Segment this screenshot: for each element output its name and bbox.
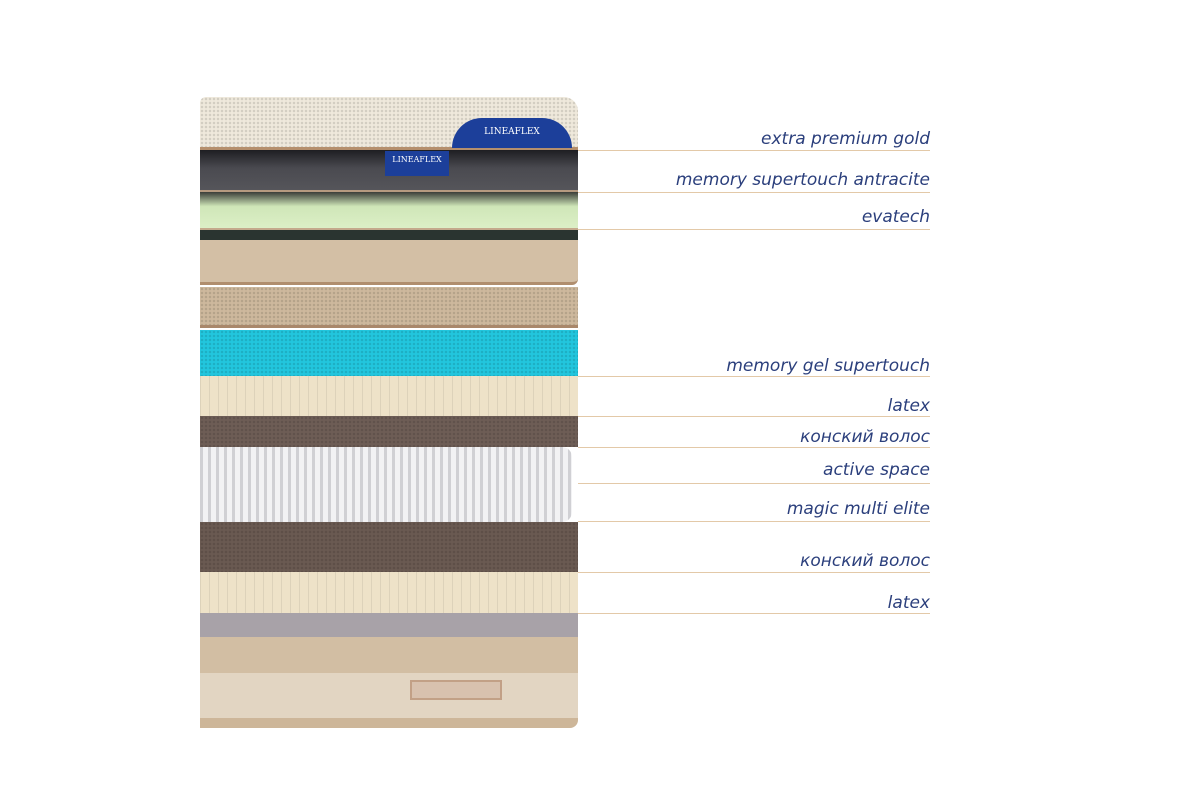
- label-evatech: evatech: [861, 207, 930, 227]
- layer-cover-top-band: [200, 230, 578, 285]
- label-memory-gel-supertouch: memory gel supertouch: [726, 356, 930, 376]
- layer-latex-upper: [200, 376, 578, 416]
- leader-line: [578, 483, 930, 484]
- brand-tag-text: LINEAFLEX: [392, 155, 442, 164]
- brand-logo-text: LINEAFLEX: [484, 127, 540, 137]
- label-latex-lower: latex: [887, 593, 930, 613]
- label-active-space: active space: [823, 460, 930, 480]
- leader-line: [578, 613, 930, 614]
- leader-line: [578, 192, 930, 193]
- leader-line: [578, 521, 930, 522]
- layer-quilted-cover: [200, 287, 578, 328]
- layer-latex-lower: [200, 572, 578, 613]
- layer-cover-bottom: [200, 613, 578, 728]
- leader-line: [578, 376, 930, 377]
- leader-line: [578, 572, 930, 573]
- leader-line: [578, 447, 930, 448]
- layer-memory-gel-supertouch: [200, 330, 578, 376]
- layer-evatech: [200, 192, 578, 230]
- cover-handle: [410, 680, 502, 700]
- layer-horsehair-lower: [200, 522, 578, 572]
- label-extra-premium-gold: extra premium gold: [761, 129, 930, 149]
- brand-badge: LINEAFLEX: [452, 118, 572, 148]
- label-horsehair-upper: конский волос: [800, 427, 930, 447]
- label-magic-multi-elite: magic multi elite: [786, 499, 930, 519]
- brand-tag: LINEAFLEX: [385, 151, 449, 176]
- leader-line: [578, 150, 930, 151]
- layer-horsehair-upper: [200, 416, 578, 447]
- layer-active-space: [200, 447, 572, 522]
- leader-line: [578, 416, 930, 417]
- label-latex-upper: latex: [887, 396, 930, 416]
- label-memory-supertouch-antracite: memory supertouch antracite: [675, 170, 930, 190]
- label-horsehair-lower: конский волос: [800, 551, 930, 571]
- leader-line: [578, 229, 930, 230]
